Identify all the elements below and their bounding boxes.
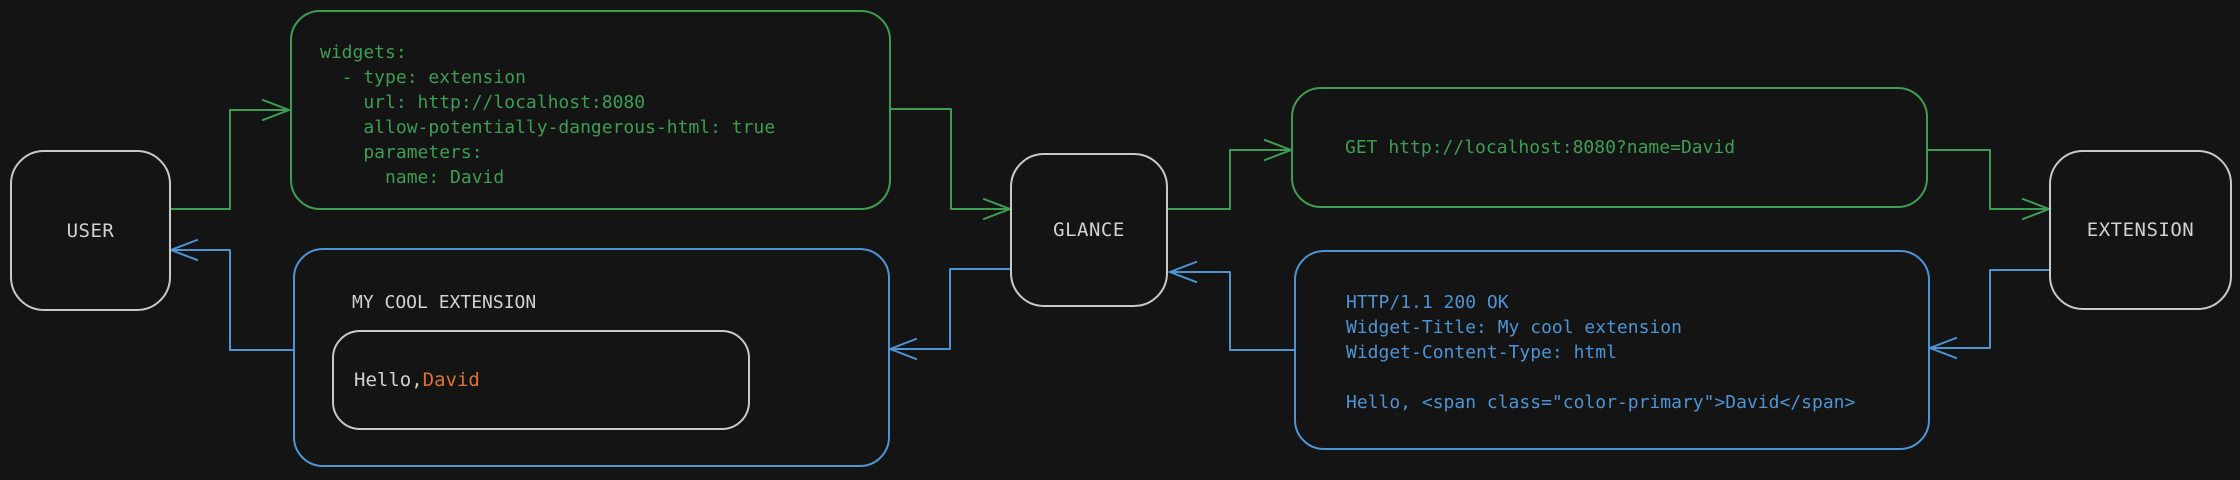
greeting-prefix: Hello, (354, 369, 423, 391)
config-yaml-code: widgets: - type: extension url: http://l… (320, 42, 776, 188)
node-extension-label: EXTENSION (2086, 219, 2195, 241)
greeting-name: David (422, 369, 480, 391)
arrowhead-widget-to-user (168, 238, 199, 262)
arrowhead-request-to-extension (2021, 197, 2052, 221)
arrow-user-to-config (170, 109, 288, 210)
arrowhead-glance-to-widget (887, 337, 918, 361)
arrowhead-response-to-glance (1167, 260, 1198, 284)
arrow-request-to-extension (1927, 149, 2048, 210)
arrow-config-to-glance (890, 108, 1009, 210)
arrow-glance-to-request (1167, 149, 1290, 210)
arrow-response-to-glance (1171, 271, 1295, 351)
http-response-block: HTTP/1.1 200 OK Widget-Title: My cool ex… (1294, 250, 1930, 450)
rendered-widget-block: MY COOL EXTENSION Hello, David (293, 248, 890, 467)
widget-title: MY COOL EXTENSION (352, 292, 537, 313)
http-response-code: HTTP/1.1 200 OK Widget-Title: My cool ex… (1346, 292, 1856, 413)
config-yaml-block: widgets: - type: extension url: http://l… (290, 10, 891, 210)
arrowhead-user-to-config (261, 98, 292, 122)
node-extension: EXTENSION (2049, 150, 2232, 310)
arrowhead-glance-to-request (1263, 138, 1294, 162)
node-glance-label: GLANCE (1053, 219, 1125, 241)
arrowhead-extension-to-response (1927, 336, 1958, 360)
arrowhead-config-to-glance (982, 197, 1013, 221)
node-user-label: USER (66, 219, 115, 242)
widget-greeting-box: Hello, David (332, 330, 750, 430)
arrow-widget-to-user (172, 249, 294, 351)
node-user: USER (10, 150, 171, 311)
http-request-block: GET http://localhost:8080?name=David (1291, 87, 1928, 208)
node-glance: GLANCE (1010, 153, 1168, 307)
arrow-glance-to-widget (891, 268, 1011, 350)
http-request-text: GET http://localhost:8080?name=David (1345, 137, 1736, 158)
arrow-extension-to-response (1931, 269, 2050, 349)
